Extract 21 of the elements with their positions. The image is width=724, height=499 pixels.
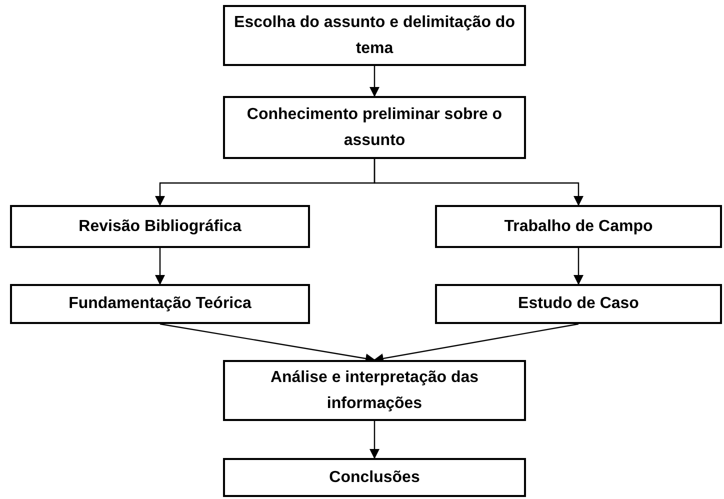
box-text: Análise e interpretação das informações	[269, 368, 480, 414]
process-box	[223, 96, 526, 159]
process-box	[435, 284, 722, 324]
connector-arrow	[574, 248, 584, 285]
process-box	[435, 205, 722, 248]
connector-arrow	[155, 248, 165, 285]
box-text: Estudo de Caso	[518, 294, 639, 314]
connector-arrow	[370, 421, 380, 459]
box-text: Conclusões	[329, 468, 420, 488]
box-text: Revisão Bibliográfica	[78, 216, 242, 236]
box-text: Conhecimento preliminar sobre o assunto	[246, 104, 504, 150]
process-box	[223, 5, 526, 66]
connector-arrow	[370, 66, 380, 97]
process-box	[223, 360, 526, 421]
connector-arrow	[374, 159, 584, 206]
process-box	[10, 284, 310, 324]
process-box	[223, 458, 526, 497]
box-text: Fundamentação Teórica	[68, 294, 252, 314]
box-text: Escolha do assunto e delimitação do tema	[233, 12, 516, 58]
box-text: Trabalho de Campo	[504, 216, 653, 236]
process-box	[10, 205, 310, 248]
